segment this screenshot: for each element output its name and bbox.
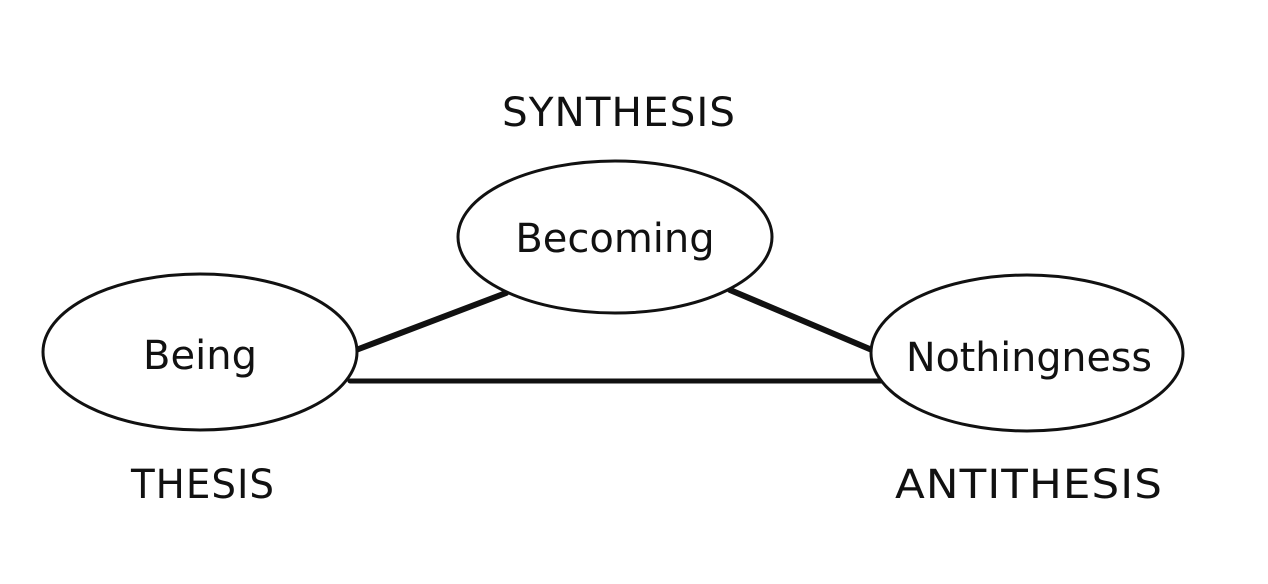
connector-becoming-nothingness bbox=[727, 287, 875, 353]
role-label-synthesis: SYNTHESIS bbox=[502, 90, 736, 136]
role-label-thesis: THESIS bbox=[130, 462, 275, 508]
role-label-antithesis: ANTITHESIS bbox=[895, 462, 1163, 508]
node-nothingness-ellipse bbox=[869, 273, 1185, 433]
node-becoming: Becoming bbox=[456, 159, 774, 315]
node-becoming-ellipse bbox=[456, 159, 774, 315]
connector-being-becoming bbox=[353, 290, 509, 353]
node-being: Being bbox=[41, 272, 359, 432]
node-being-label: Being bbox=[143, 333, 257, 379]
node-becoming-label: Becoming bbox=[515, 216, 714, 262]
node-nothingness: Nothingness bbox=[869, 273, 1185, 433]
node-nothingness-label: Nothingness bbox=[906, 335, 1152, 381]
node-being-ellipse bbox=[41, 272, 359, 432]
